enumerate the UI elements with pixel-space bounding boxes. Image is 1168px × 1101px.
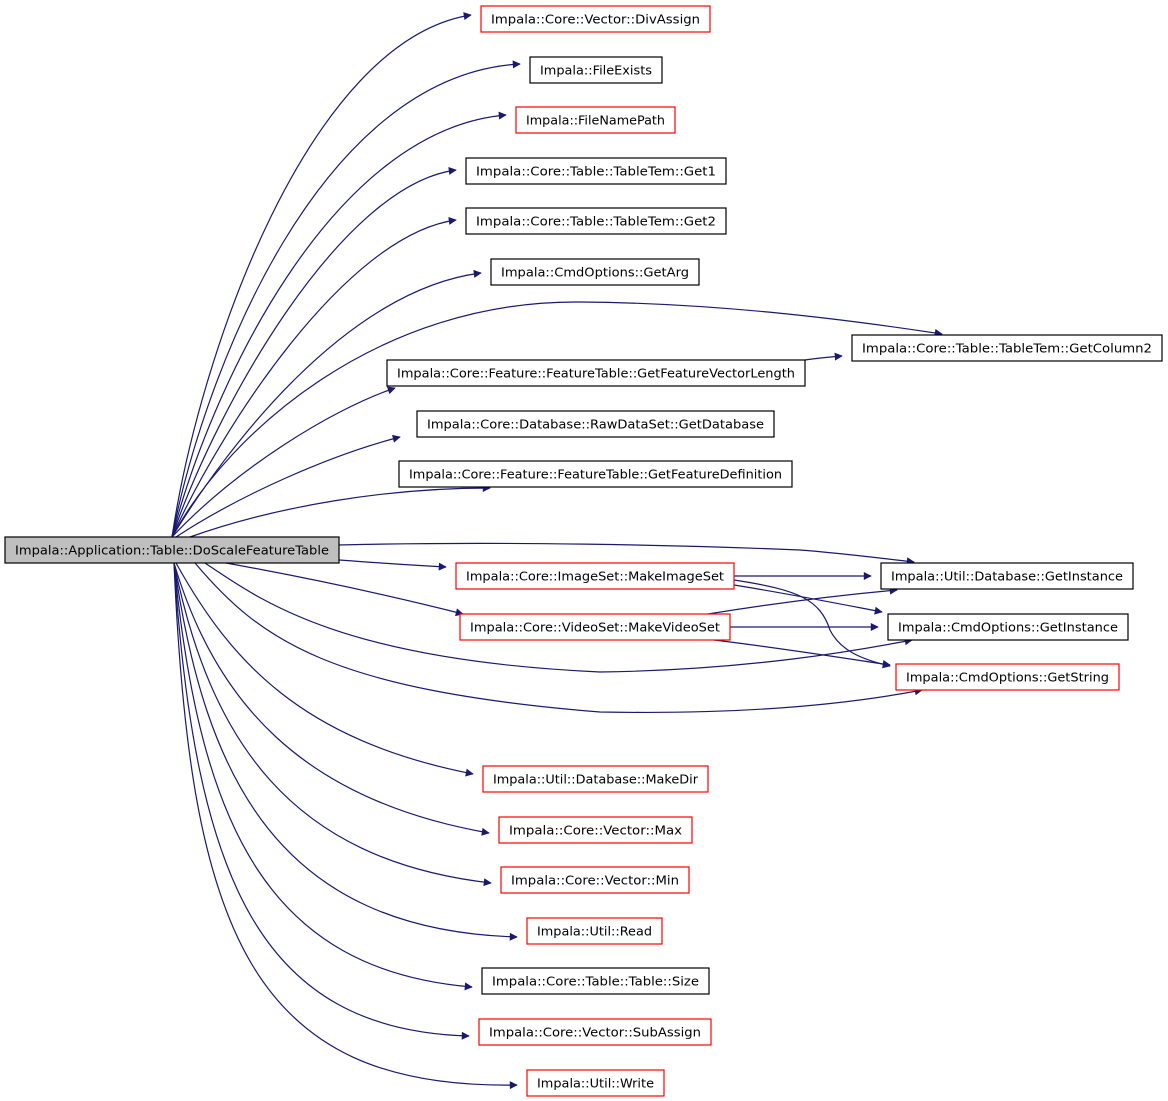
node-label: Impala::Core::Vector::SubAssign <box>489 1025 701 1040</box>
node-getarg[interactable]: Impala::CmdOptions::GetArg <box>490 258 700 286</box>
edge-root-to-getfeaturedef <box>189 484 491 538</box>
edge-root-to-subassign <box>173 562 470 1040</box>
node-label: Impala::Core::Table::Table::Size <box>492 974 699 989</box>
edge-root-to-min <box>173 562 492 887</box>
edge-root-to-get2 <box>171 217 457 538</box>
node-box <box>895 663 1120 691</box>
node-box <box>465 207 727 235</box>
node-dbgetinstance[interactable]: Impala::Util::Database::GetInstance <box>880 562 1134 590</box>
edge-root-to-get1 <box>171 166 457 538</box>
node-label: Impala::Core::Table::TableTem::GetColumn… <box>862 341 1152 356</box>
node-divassign[interactable]: Impala::Core::Vector::DivAssign <box>480 5 711 33</box>
node-box <box>498 816 693 844</box>
node-label: Impala::Core::Vector::Min <box>511 873 679 888</box>
node-makedir[interactable]: Impala::Util::Database::MakeDir <box>482 765 709 793</box>
node-label: Impala::CmdOptions::GetString <box>906 670 1109 685</box>
node-label: Impala::Util::Read <box>537 924 652 939</box>
node-box <box>416 410 775 438</box>
edge-root-to-makevideoset <box>225 562 464 617</box>
edge-root-to-read <box>173 562 518 941</box>
node-label: Impala::Core::ImageSet::MakeImageSet <box>466 569 724 584</box>
node-box <box>465 157 727 185</box>
node-write[interactable]: Impala::Util::Write <box>526 1069 665 1097</box>
node-max[interactable]: Impala::Core::Vector::Max <box>498 816 693 844</box>
edge-getfvl-to-getcolumn2 <box>804 352 843 361</box>
node-box <box>529 56 663 84</box>
edge-root-to-size <box>173 562 473 991</box>
node-box <box>526 1069 665 1097</box>
node-get1[interactable]: Impala::Core::Table::TableTem::Get1 <box>465 157 727 185</box>
node-box <box>398 460 793 488</box>
node-label: Impala::Util::Database::MakeDir <box>493 772 699 787</box>
node-label: Impala::Core::Feature::FeatureTable::Get… <box>409 467 782 482</box>
node-box <box>490 258 700 286</box>
node-box <box>880 562 1134 590</box>
node-box <box>459 613 731 641</box>
node-label: Impala::Util::Database::GetInstance <box>891 569 1123 584</box>
edge-makeimageset-to-getstring <box>733 579 891 669</box>
node-getdatabase[interactable]: Impala::Core::Database::RawDataSet::GetD… <box>416 410 775 438</box>
node-fileexists[interactable]: Impala::FileExists <box>529 56 663 84</box>
node-label: Impala::FileNamePath <box>526 113 665 128</box>
node-box <box>480 5 711 33</box>
node-label: Impala::Core::Vector::Max <box>509 823 682 838</box>
node-subassign[interactable]: Impala::Core::Vector::SubAssign <box>478 1018 712 1046</box>
edge-makevideoset-to-dbgetinstance <box>707 586 898 615</box>
edge-makeimageset-to-cmdgetinstance <box>733 584 883 615</box>
node-label: Impala::Core::Vector::DivAssign <box>491 12 700 27</box>
node-makevideoset[interactable]: Impala::Core::VideoSet::MakeVideoSet <box>459 613 731 641</box>
node-min[interactable]: Impala::Core::Vector::Min <box>500 866 690 894</box>
edge-root-to-divassign <box>171 12 472 538</box>
node-box <box>4 536 340 564</box>
node-cmdgetinstance[interactable]: Impala::CmdOptions::GetInstance <box>887 613 1129 641</box>
node-box <box>386 359 806 387</box>
node-label: Impala::Util::Write <box>537 1076 654 1091</box>
node-root[interactable]: Impala::Application::Table::DoScaleFeatu… <box>4 536 340 564</box>
node-label: Impala::Core::Feature::FeatureTable::Get… <box>397 366 795 381</box>
node-box <box>500 866 690 894</box>
node-box <box>482 765 709 793</box>
edge-root-to-getdatabase <box>175 434 401 538</box>
edge-root-to-makedir <box>175 562 474 777</box>
node-getfeaturedef[interactable]: Impala::Core::Feature::FeatureTable::Get… <box>398 460 793 488</box>
edge-root-to-cmdgetinstance <box>204 562 913 673</box>
node-getcolumn2[interactable]: Impala::Core::Table::TableTem::GetColumn… <box>851 334 1163 362</box>
node-label: Impala::Core::Table::TableTem::Get2 <box>476 214 716 229</box>
node-label: Impala::FileExists <box>540 63 652 78</box>
node-box <box>481 967 710 995</box>
edge-root-to-getstring <box>194 562 923 714</box>
edge-root-to-getcolumn2 <box>171 301 943 538</box>
node-get2[interactable]: Impala::Core::Table::TableTem::Get2 <box>465 207 727 235</box>
node-label: Impala::Core::VideoSet::MakeVideoSet <box>470 620 720 635</box>
edges-layer <box>171 12 943 1090</box>
node-box <box>515 106 676 134</box>
node-box <box>887 613 1129 641</box>
nodes-layer: Impala::Core::Vector::DivAssignImpala::F… <box>4 5 1163 1097</box>
node-getfvl[interactable]: Impala::Core::Feature::FeatureTable::Get… <box>386 359 806 387</box>
node-box <box>526 917 663 945</box>
edge-root-to-getfvl <box>171 386 396 538</box>
edge-root-to-filenamepath <box>171 111 507 538</box>
node-label: Impala::CmdOptions::GetArg <box>501 265 689 280</box>
node-label: Impala::Core::Database::RawDataSet::GetD… <box>427 417 764 432</box>
node-box <box>455 562 735 590</box>
node-read[interactable]: Impala::Util::Read <box>526 917 663 945</box>
node-box <box>851 334 1163 362</box>
edge-root-to-makeimageset <box>338 559 447 571</box>
node-label: Impala::Core::Table::TableTem::Get1 <box>476 164 716 179</box>
edge-root-to-fileexists <box>171 60 521 538</box>
edge-root-to-max <box>173 562 490 836</box>
node-box <box>478 1018 712 1046</box>
node-makeimageset[interactable]: Impala::Core::ImageSet::MakeImageSet <box>455 562 735 590</box>
edge-makevideoset-to-getstring <box>713 639 891 668</box>
edge-root-to-write <box>173 562 518 1090</box>
edge-root-to-dbgetinstance <box>338 542 915 566</box>
node-label: Impala::CmdOptions::GetInstance <box>898 620 1118 635</box>
node-filenamepath[interactable]: Impala::FileNamePath <box>515 106 676 134</box>
node-label: Impala::Application::Table::DoScaleFeatu… <box>15 543 329 558</box>
node-size[interactable]: Impala::Core::Table::Table::Size <box>481 967 710 995</box>
node-getstring[interactable]: Impala::CmdOptions::GetString <box>895 663 1120 691</box>
